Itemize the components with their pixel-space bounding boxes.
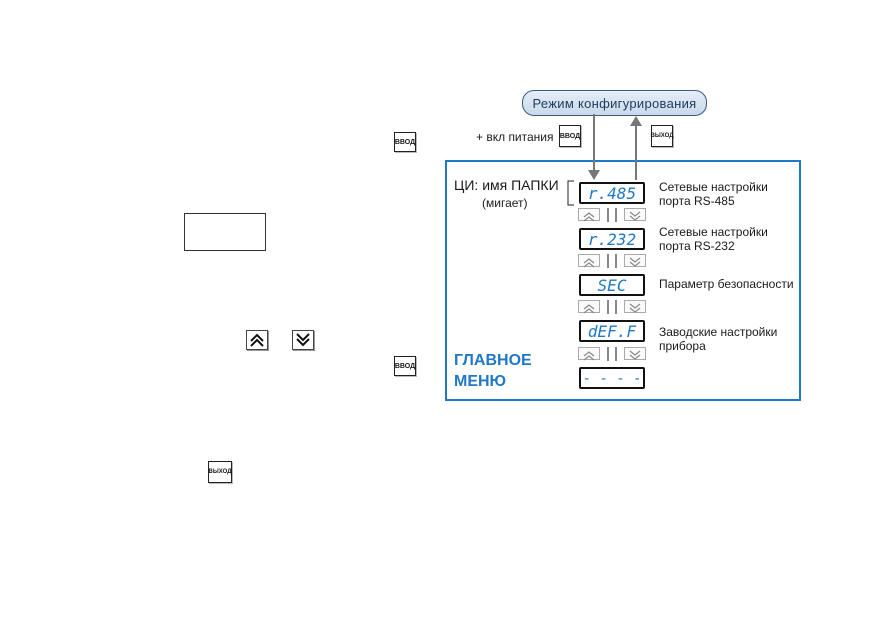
display-rs485: r.485 bbox=[579, 182, 645, 204]
blank-frame bbox=[184, 213, 266, 251]
up-nav-icon bbox=[578, 300, 600, 314]
enter-key-icon-3: ВВОД bbox=[559, 125, 581, 147]
ci-folder-name-label: ЦИ: имя ПАПКИ bbox=[454, 177, 559, 193]
svg-text:SEC: SEC bbox=[598, 276, 627, 294]
power-on-label: + вкл питания bbox=[476, 130, 554, 144]
down-nav-icon bbox=[624, 347, 646, 360]
up-nav-icon bbox=[578, 208, 600, 222]
enter-key-icon: ВВОД bbox=[394, 132, 416, 152]
nav-pair-4 bbox=[578, 347, 646, 361]
flow-arrows bbox=[588, 114, 642, 180]
enter-key-icon-2: ВВОД bbox=[394, 356, 416, 376]
display-factory: dEF.F bbox=[579, 320, 645, 342]
config-panel bbox=[445, 160, 801, 401]
exit-key-icon-2: ВЫХОД bbox=[651, 125, 673, 147]
display-main-menu: - - - - bbox=[579, 367, 645, 389]
down-nav-icon bbox=[624, 208, 646, 221]
up-arrow-key-icon bbox=[246, 330, 268, 350]
nav-pair-1 bbox=[578, 208, 646, 222]
exit-key-icon: ВЫХОД bbox=[208, 461, 232, 483]
desc-security: Параметр безопасности bbox=[659, 277, 794, 291]
up-nav-icon bbox=[578, 347, 600, 361]
svg-text:dEF.F: dEF.F bbox=[588, 322, 637, 340]
nav-pair-3 bbox=[578, 300, 646, 314]
up-nav-icon bbox=[578, 254, 600, 268]
down-nav-icon bbox=[624, 254, 646, 267]
svg-text:r.232: r.232 bbox=[588, 230, 636, 248]
bracket bbox=[567, 180, 574, 206]
display-rs232: r.232 bbox=[579, 228, 645, 250]
down-arrow-key-icon bbox=[292, 330, 314, 350]
nav-pair-2 bbox=[578, 254, 646, 268]
svg-text:r.485: r.485 bbox=[588, 184, 636, 202]
main-menu-label: ГЛАВНОЕ МЕНЮ bbox=[454, 352, 532, 390]
svg-text:- - - -: - - - - bbox=[582, 371, 641, 387]
down-nav-icon bbox=[624, 300, 646, 313]
display-security: SEC bbox=[579, 274, 645, 296]
configuration-mode-badge: Режим конфигурирования bbox=[522, 90, 707, 116]
ci-blink-label: (мигает) bbox=[482, 196, 528, 210]
